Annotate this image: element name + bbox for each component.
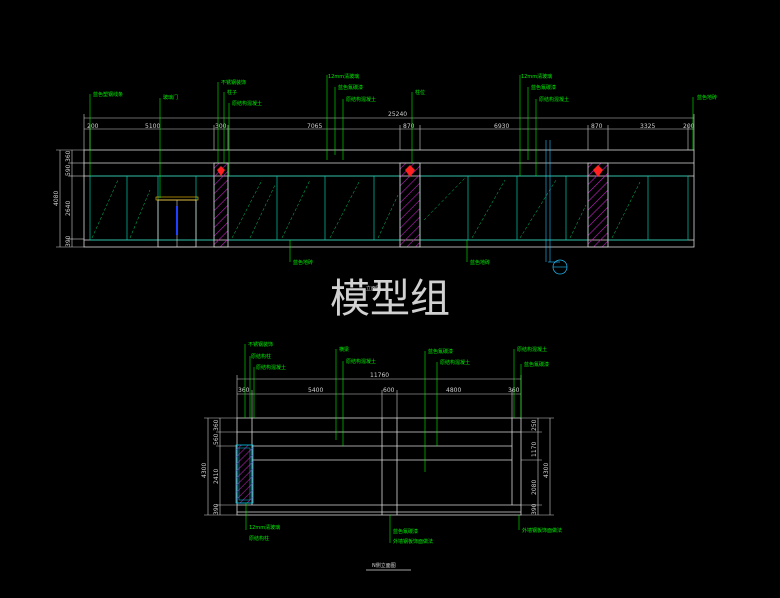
top-elevation-title: 立面图 xyxy=(366,285,381,292)
top-height-dim-3: 2640 xyxy=(65,201,72,216)
top-callout-1: 蓝色塑钢线条 xyxy=(93,91,123,98)
top-height-dim-lines xyxy=(56,149,84,248)
column-lamp-icon xyxy=(593,165,603,177)
bottom-left-dim-2: 560 xyxy=(213,433,220,445)
top-pipe xyxy=(545,140,560,263)
top-callout-11: 蓝色氟碳漆 xyxy=(531,84,556,91)
bottom-callout-4: 横梁 xyxy=(339,346,349,353)
bottom-dim-4: 4800 xyxy=(446,387,461,394)
top-callout-13: 蓝色地砖 xyxy=(697,94,717,101)
bottom-callout-3: 原结构混凝土 xyxy=(256,364,286,371)
top-callout-4: 柱子 xyxy=(227,89,237,96)
bottom-callout-13: 外墙钢板饰面做法 xyxy=(393,538,433,545)
bottom-right-dim-1: 250 xyxy=(531,419,538,431)
bottom-callout-11: 原结构柱 xyxy=(249,535,269,542)
bottom-callout-7: 原结构混凝土 xyxy=(440,359,470,366)
top-total-height: 4080 xyxy=(53,191,60,206)
top-dim-2: 5100 xyxy=(145,123,160,130)
top-callout-7: 蓝色氟碳漆 xyxy=(338,84,363,91)
bottom-callout-10: 12mm清玻璃 xyxy=(249,524,280,531)
top-dim-8: 3325 xyxy=(640,123,655,130)
bottom-elevation-title: N侧立面图 xyxy=(372,562,396,569)
bottom-callout-2: 原结构柱 xyxy=(251,353,271,360)
bottom-right-dim-2: 1170 xyxy=(531,442,538,457)
top-callout-12: 原结构混凝土 xyxy=(539,96,569,103)
bottom-elevation: 11760 360 5400 600 4800 360 4300 360 560… xyxy=(201,341,562,571)
top-dim-5: 870 xyxy=(403,123,415,130)
bottom-right-dim-4: 390 xyxy=(531,503,538,515)
column-lamp-icon xyxy=(217,166,225,176)
top-callout-2: 玻璃门 xyxy=(163,94,178,101)
top-dim-3: 300 xyxy=(215,123,227,130)
top-dimension-lines xyxy=(83,114,695,150)
watermark: 模型组 xyxy=(330,276,450,322)
top-elevation: 25240 200 5100 300 7065 870 6930 870 332… xyxy=(53,73,717,292)
bottom-left-total: 4300 xyxy=(201,463,208,478)
bottom-callout-9: 蓝色氟碳漆 xyxy=(524,361,549,368)
bottom-dimension-lines xyxy=(236,375,522,418)
bottom-right-total: 4300 xyxy=(543,463,550,478)
column-lamp-icon xyxy=(405,165,415,177)
bottom-left-column xyxy=(235,444,254,504)
top-callout-14: 蓝色地砖 xyxy=(293,259,313,266)
entrance-door xyxy=(155,196,199,248)
top-height-dim-2: 590 xyxy=(65,164,72,176)
top-dim-6: 6930 xyxy=(494,123,509,130)
top-callout-5: 原结构混凝土 xyxy=(232,100,262,107)
bottom-callout-14: 外墙钢板饰面做法 xyxy=(522,527,562,534)
bottom-left-height-lines xyxy=(204,417,237,516)
top-callout-10: 12mm清玻璃 xyxy=(521,73,552,80)
bottom-callout-leaders xyxy=(244,344,522,543)
bottom-dim-3: 600 xyxy=(383,387,395,394)
top-callout-6: 12mm清玻璃 xyxy=(328,73,359,80)
top-overall-dim: 25240 xyxy=(388,111,407,118)
bottom-left-dim-1: 360 xyxy=(213,419,220,431)
bottom-callout-5: 原结构混凝土 xyxy=(346,358,376,365)
top-columns xyxy=(213,162,609,248)
top-dim-1: 200 xyxy=(87,123,99,130)
bottom-callout-12: 蓝色氟碳漆 xyxy=(393,528,418,535)
bottom-right-dim-3: 2080 xyxy=(531,480,538,495)
top-height-dim-4: 390 xyxy=(65,235,72,247)
top-dim-9: 200 xyxy=(683,123,695,130)
top-height-dim-1: 360 xyxy=(65,150,72,162)
top-callout-leaders xyxy=(89,75,694,262)
top-callout-8: 原结构混凝土 xyxy=(346,96,376,103)
bottom-callout-8: 原结构混凝土 xyxy=(517,346,547,353)
top-dim-7: 870 xyxy=(591,123,603,130)
bottom-facade-outline xyxy=(236,417,522,516)
bottom-overall-dim: 11760 xyxy=(370,372,389,379)
top-callout-9: 柱位 xyxy=(415,89,425,96)
top-dim-4: 7065 xyxy=(307,123,322,130)
bottom-left-dim-4: 390 xyxy=(213,503,220,515)
bottom-right-height-lines xyxy=(521,417,554,516)
bottom-dim-1: 360 xyxy=(238,387,250,394)
top-callout-3: 不锈钢装饰 xyxy=(221,79,246,86)
top-callout-15: 蓝色地砖 xyxy=(470,259,490,266)
bottom-dim-2: 5400 xyxy=(308,387,323,394)
bottom-left-dim-3: 2410 xyxy=(213,469,220,484)
bottom-callout-1: 不锈钢装饰 xyxy=(248,341,273,348)
top-glass-reflections xyxy=(91,177,641,239)
bottom-callout-6: 蓝色氟碳漆 xyxy=(428,348,453,355)
